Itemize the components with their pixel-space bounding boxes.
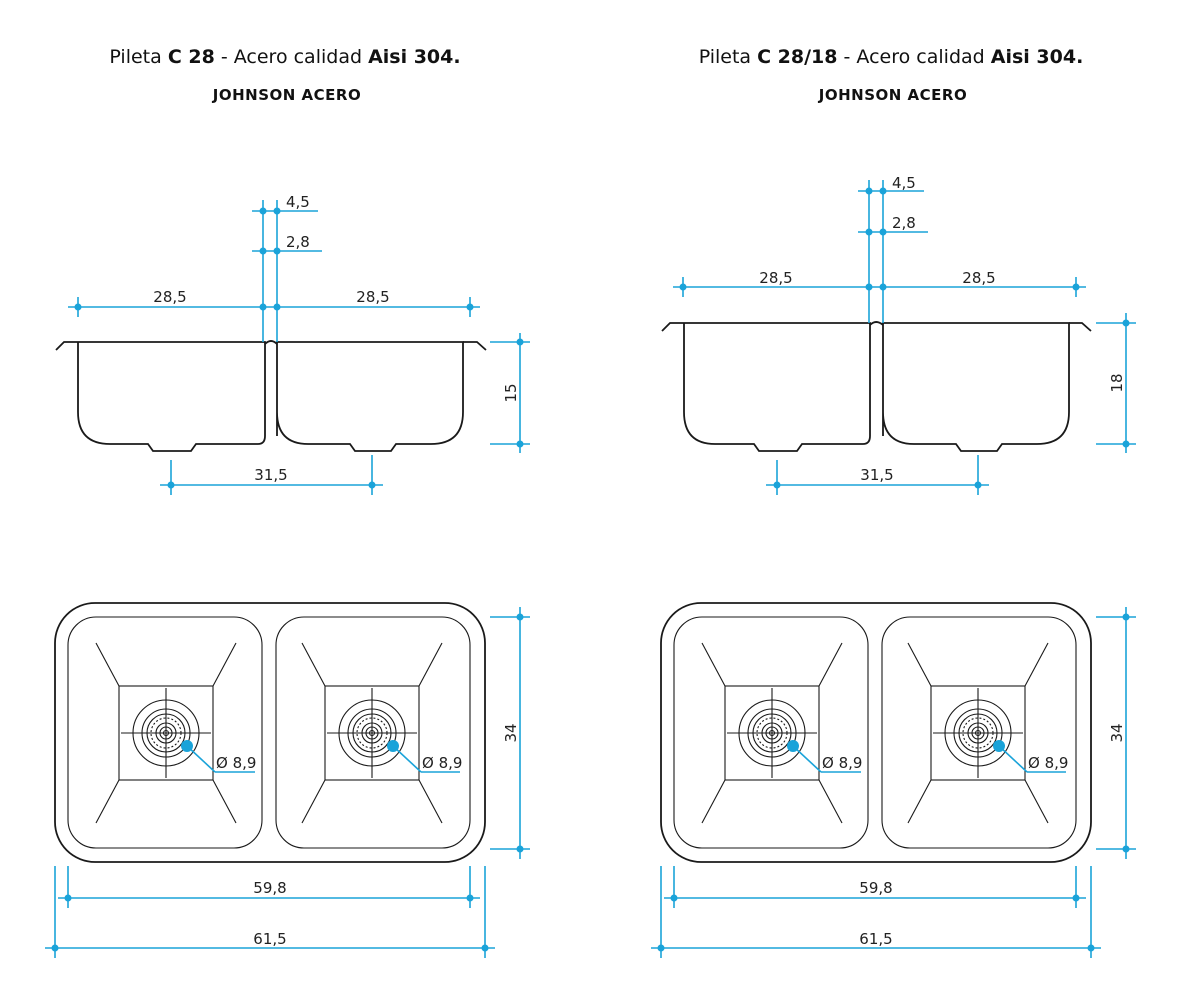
right-dim-width-left: 28,5 — [759, 269, 792, 287]
left-brand: JOHNSON ACERO — [212, 86, 362, 104]
left-top-dimensions — [45, 607, 530, 958]
left-dim-drain-spacing: 31,5 — [254, 466, 287, 484]
left-top-view — [54, 602, 486, 863]
right-title: Pileta C 28/18 - Acero calidad Aisi 304. — [698, 46, 1084, 68]
left-title: Pileta C 28 - Acero calidad Aisi 304. — [109, 46, 461, 68]
right-dim-drain-diameter-right: Ø 8,9 — [1028, 754, 1068, 772]
left-dim-width-right: 28,5 — [356, 288, 389, 306]
left-dim-depth: 15 — [502, 383, 520, 402]
left-dim-inner-width: 59,8 — [253, 879, 286, 897]
left-section-dimensions — [68, 200, 530, 495]
right-section-dimensions — [673, 180, 1136, 495]
right-top-dimensions — [651, 607, 1136, 958]
right-dim-drain-diameter-left: Ø 8,9 — [822, 754, 862, 772]
left-dim-height: 34 — [502, 723, 520, 742]
left-dim-drain-diameter-right: Ø 8,9 — [422, 754, 462, 772]
left-dim-outer-width: 61,5 — [253, 930, 286, 948]
right-dim-depth: 18 — [1108, 373, 1126, 392]
right-dim-top-1: 4,5 — [892, 174, 916, 192]
left-dim-drain-diameter-left: Ø 8,9 — [216, 754, 256, 772]
right-dim-height: 34 — [1108, 723, 1126, 742]
left-section-view — [55, 340, 487, 452]
left-dim-top-2: 2,8 — [286, 233, 310, 251]
left-dim-top-1: 4,5 — [286, 193, 310, 211]
right-section-view — [661, 321, 1092, 452]
right-top-view — [660, 602, 1092, 863]
right-brand: JOHNSON ACERO — [818, 86, 968, 104]
right-dim-top-2: 2,8 — [892, 214, 916, 232]
left-dim-width-left: 28,5 — [153, 288, 186, 306]
right-dim-drain-spacing: 31,5 — [860, 466, 893, 484]
right-dim-width-right: 28,5 — [962, 269, 995, 287]
right-dim-inner-width: 59,8 — [859, 879, 892, 897]
right-dim-outer-width: 61,5 — [859, 930, 892, 948]
